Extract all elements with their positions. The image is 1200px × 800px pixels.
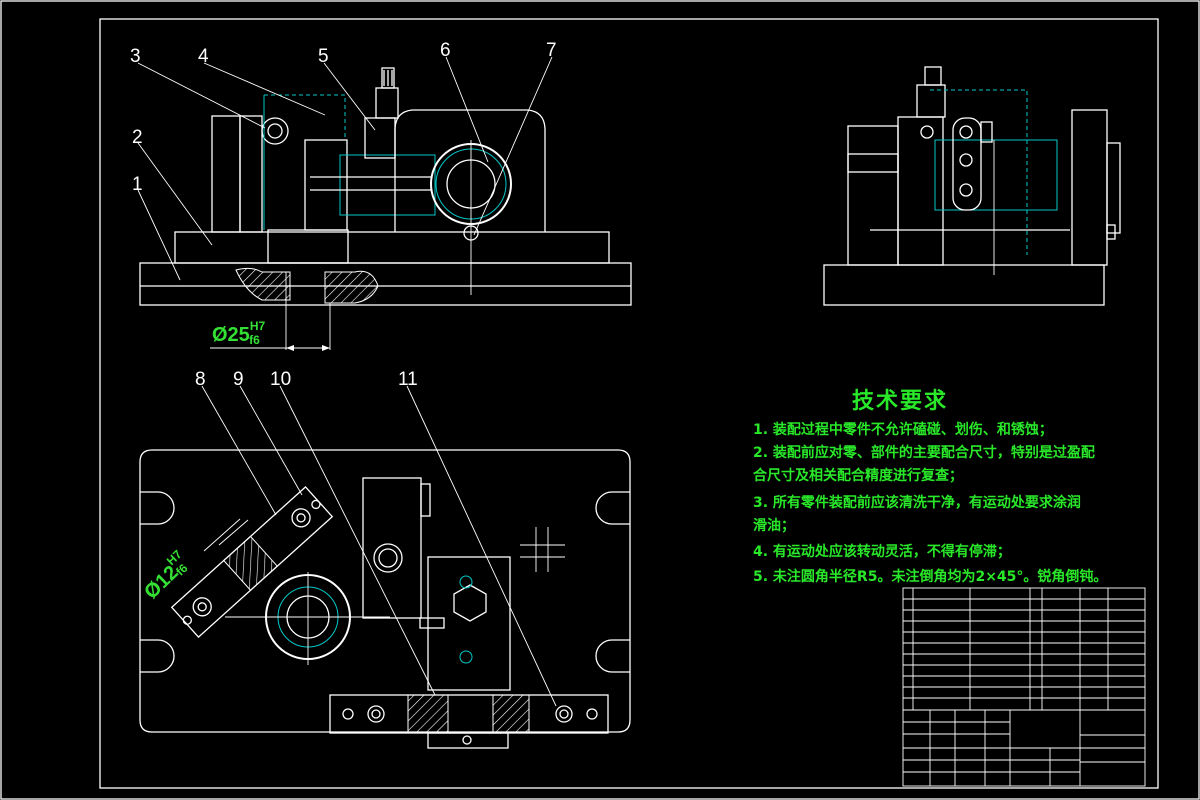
part-number-6: 6	[440, 40, 451, 61]
part-numbers: 1 2 3 4 5 6 7 8 9 10 11	[130, 40, 557, 390]
part-number-1: 1	[132, 174, 143, 195]
part-number-9: 9	[233, 369, 244, 390]
part-number-11: 11	[398, 369, 418, 390]
leader-lines	[137, 56, 557, 707]
front-view	[139, 67, 632, 351]
bill-of-materials	[902, 587, 1146, 711]
part-number-2: 2	[132, 127, 143, 148]
inner-border	[99, 18, 1159, 789]
requirement-line-7: 5. 未注圆角半径R5。未注倒角均为2×45°。锐角倒钝。	[753, 569, 1108, 585]
requirement-line-4: 3. 所有零件装配前应该清洗干净，有运动处要求涂润	[753, 495, 1081, 511]
requirement-line-3: 合尺寸及相关配合精度进行复查；	[753, 468, 963, 484]
part-number-4: 4	[198, 46, 209, 67]
requirement-line-5: 滑油；	[753, 518, 795, 534]
part-number-7: 7	[546, 40, 557, 61]
part-number-8: 8	[195, 369, 206, 390]
requirement-line-6: 4. 有运动处应该转动灵活，不得有停滞；	[753, 544, 1011, 560]
requirements-title: 技术要求	[852, 389, 949, 414]
top-view	[139, 449, 631, 749]
part-number-10: 10	[270, 369, 291, 390]
part-number-3: 3	[130, 46, 141, 67]
part-number-5: 5	[318, 46, 329, 67]
fit-top: Ø12H7f6	[137, 547, 195, 604]
side-view	[823, 66, 1121, 306]
title-block	[902, 709, 1146, 787]
requirement-line-2: 2. 装配前应对零、部件的主要配合尺寸，特别是过盈配	[753, 445, 1095, 461]
requirement-line-1: 1. 装配过程中零件不允许磕碰、划伤、和锈蚀；	[753, 422, 1053, 438]
